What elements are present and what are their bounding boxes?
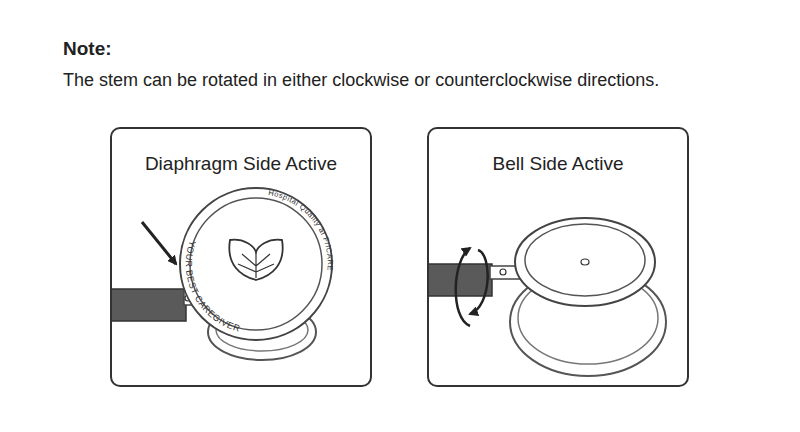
view-panel: Bell Side Active (427, 127, 689, 387)
engraved-text: YOUR BEST CAREGIVER (184, 239, 242, 333)
page-title: Note: (63, 38, 112, 60)
diaphragm-view (111, 188, 332, 360)
engraved-text: Hospital Quality at FriCARE (268, 188, 335, 271)
view-panel: Diaphragm Side Active (110, 127, 372, 387)
bell-view (428, 218, 666, 376)
panel-heading: Diaphragm Side Active (112, 153, 370, 175)
panel-heading: Bell Side Active (429, 153, 687, 175)
note-text: The stem can be rotated in either clockw… (63, 70, 659, 91)
